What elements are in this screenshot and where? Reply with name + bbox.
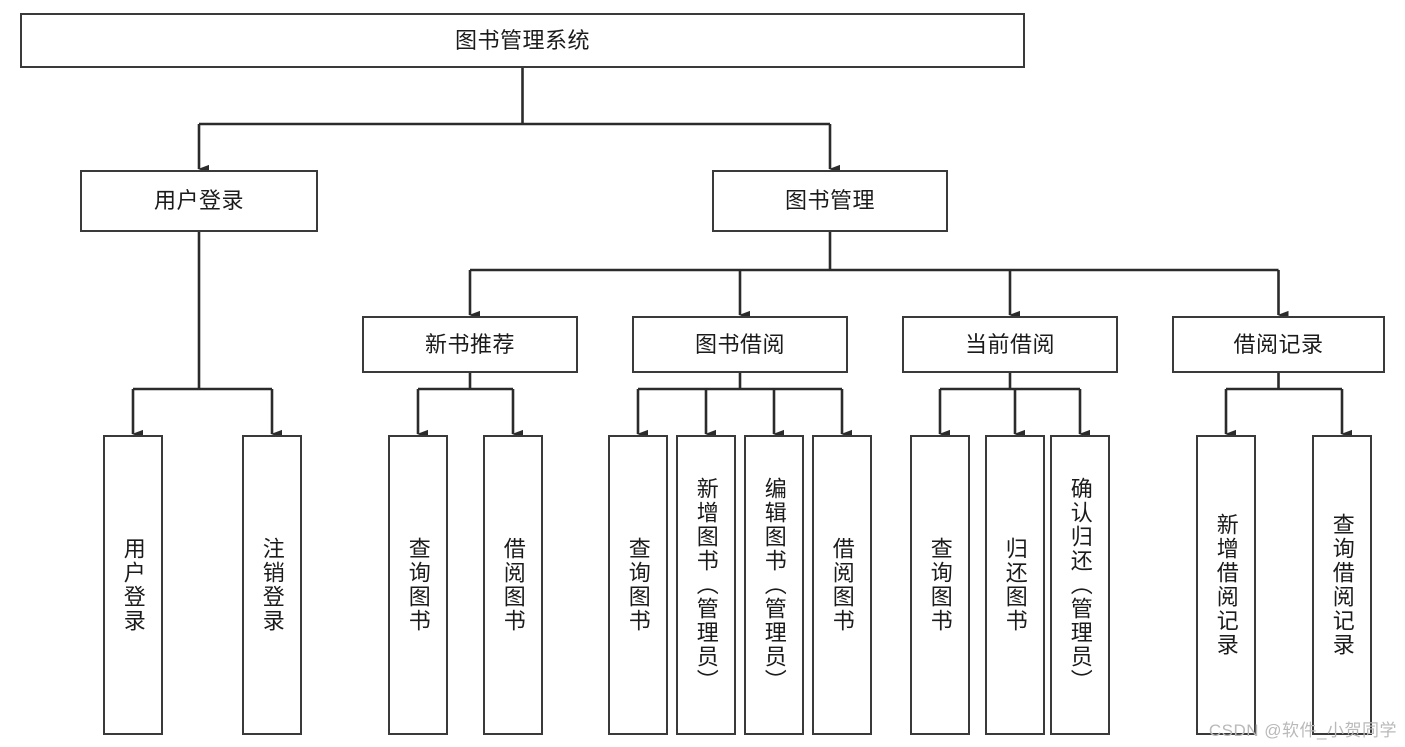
node-label: 注销登录	[259, 537, 285, 633]
node-label: 查询图书	[405, 537, 431, 633]
node-leaf-cb-confirm[interactable]: 确认归还（管理员）	[1050, 435, 1110, 735]
node-label: 新书推荐	[424, 331, 515, 357]
node-new-book-rec[interactable]: 新书推荐	[362, 316, 578, 373]
node-label: 图书管理系统	[454, 27, 590, 53]
node-label: 新增借阅记录	[1213, 513, 1239, 657]
node-leaf-br-add[interactable]: 新增借阅记录	[1196, 435, 1256, 735]
node-leaf-rec-borrow[interactable]: 借阅图书	[483, 435, 543, 735]
node-user-login[interactable]: 用户登录	[80, 170, 318, 232]
node-leaf-bb-borrow[interactable]: 借阅图书	[812, 435, 872, 735]
node-label: 查询图书	[625, 537, 651, 633]
node-label: 借阅记录	[1233, 331, 1324, 357]
node-label: 编辑图书（管理员）	[761, 477, 787, 693]
node-leaf-rec-query[interactable]: 查询图书	[388, 435, 448, 735]
node-borrow-record[interactable]: 借阅记录	[1172, 316, 1385, 373]
node-book-borrow[interactable]: 图书借阅	[632, 316, 848, 373]
node-label: 借阅图书	[500, 537, 526, 633]
node-leaf-cb-return[interactable]: 归还图书	[985, 435, 1045, 735]
node-leaf-cb-query[interactable]: 查询图书	[910, 435, 970, 735]
node-leaf-user-login[interactable]: 用户登录	[103, 435, 163, 735]
node-label: 查询借阅记录	[1329, 513, 1355, 657]
node-label: 图书借阅	[694, 331, 785, 357]
node-label: 图书管理	[784, 188, 875, 214]
node-label: 查询图书	[927, 537, 953, 633]
node-label: 归还图书	[1002, 537, 1028, 633]
node-label: 借阅图书	[829, 537, 855, 633]
node-leaf-bb-query[interactable]: 查询图书	[608, 435, 668, 735]
node-label: 当前借阅	[964, 331, 1055, 357]
node-leaf-bb-add[interactable]: 新增图书（管理员）	[676, 435, 736, 735]
node-leaf-bb-edit[interactable]: 编辑图书（管理员）	[744, 435, 804, 735]
node-label: 确认归还（管理员）	[1067, 477, 1093, 693]
node-label: 用户登录	[153, 188, 244, 214]
node-current-borrow[interactable]: 当前借阅	[902, 316, 1118, 373]
node-leaf-br-query[interactable]: 查询借阅记录	[1312, 435, 1372, 735]
node-book-manage[interactable]: 图书管理	[712, 170, 948, 232]
node-leaf-logout-login[interactable]: 注销登录	[242, 435, 302, 735]
node-label: 新增图书（管理员）	[693, 477, 719, 693]
node-label: 用户登录	[120, 537, 146, 633]
watermark-text: CSDN @软件_小贺同学	[1208, 721, 1397, 740]
node-root[interactable]: 图书管理系统	[20, 13, 1025, 68]
